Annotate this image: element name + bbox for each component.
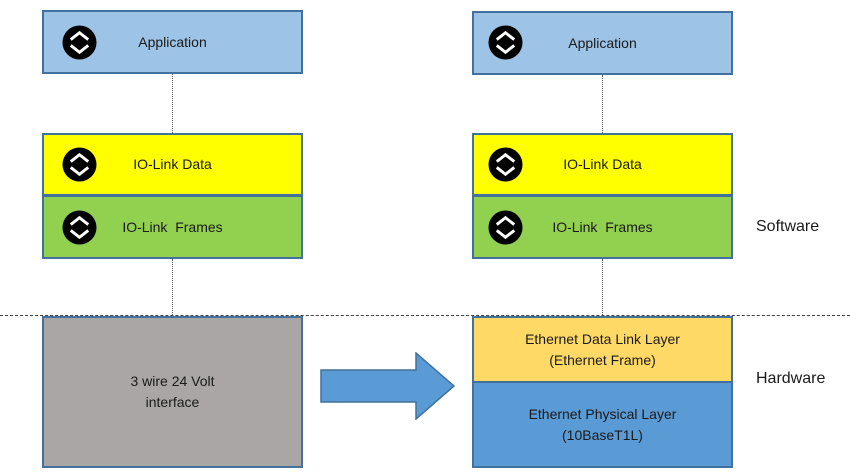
right-io-link-frames-box: IO-Link Frames	[472, 195, 733, 259]
right-connector-top	[602, 75, 603, 133]
right-ethernet-physical-box: Ethernet Physical Layer (10BaseT1L)	[472, 381, 733, 468]
right-ethernet-data-link-label: Ethernet Data Link Layer (Ethernet Frame…	[525, 330, 680, 368]
right-io-link-frames-icon	[488, 210, 523, 245]
software-hardware-divider	[0, 315, 850, 316]
software-label: Software	[756, 218, 820, 235]
right-application-box: Application	[472, 11, 733, 75]
left-connector-bottom	[172, 259, 173, 315]
left-io-link-frames-label: IO-Link Frames	[122, 218, 223, 235]
right-io-link-data-label: IO-Link Data	[563, 156, 642, 172]
right-io-link-data-icon	[488, 147, 523, 182]
right-application-icon	[488, 25, 523, 60]
right-application-label: Application	[568, 34, 637, 51]
right-connector-bottom	[602, 259, 603, 315]
left-application-label: Application	[138, 33, 207, 50]
hardware-label: Hardware	[756, 370, 826, 387]
left-application-icon	[62, 25, 97, 60]
migration-arrow	[320, 352, 456, 420]
right-ethernet-data-link-box: Ethernet Data Link Layer (Ethernet Frame…	[472, 316, 733, 383]
left-connector-top	[172, 73, 173, 133]
right-io-link-frames-label: IO-Link Frames	[552, 218, 653, 235]
left-io-link-frames-icon	[62, 210, 97, 245]
left-wire-interface-box: 3 wire 24 Volt interface	[42, 316, 303, 468]
left-wire-interface-label: 3 wire 24 Volt interface	[130, 373, 215, 410]
left-io-link-data-icon	[62, 147, 97, 182]
left-io-link-data-label: IO-Link Data	[133, 156, 212, 172]
right-ethernet-physical-label: Ethernet Physical Layer (10BaseT1L)	[528, 405, 677, 443]
